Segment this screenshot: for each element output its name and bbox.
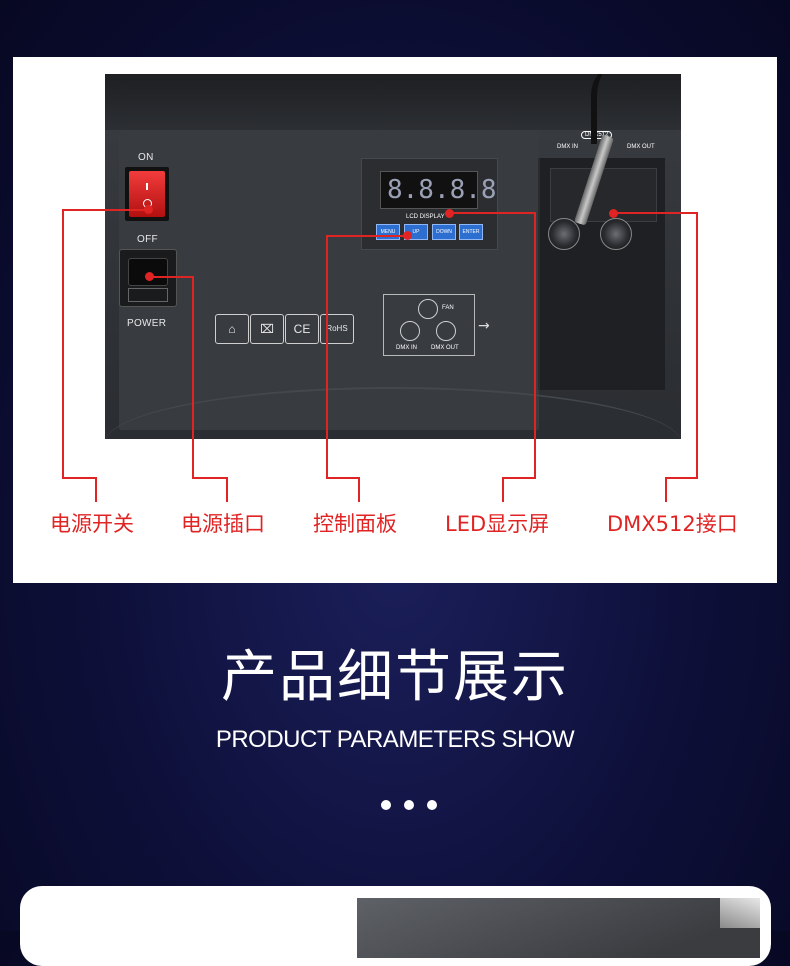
fan-panel-dmx-out-label: DMX OUT (431, 345, 459, 351)
fan-dmx-panel: FAN DMX IN DMX OUT (383, 294, 475, 356)
photo-top-band (105, 74, 681, 130)
dot-2 (404, 800, 414, 810)
section-subtitle: PRODUCT PARAMETERS SHOW (215, 726, 575, 753)
down-button: DOWN (432, 224, 456, 240)
callout-led-display: LED显示屏 (445, 512, 550, 536)
rohs-mark-icon: RoHS (320, 314, 354, 344)
fan-label: FAN (442, 305, 454, 311)
dmx-in-connector-icon (548, 218, 580, 250)
menu-button: MENU (376, 224, 400, 240)
ce-mark-icon: CE (285, 314, 319, 344)
product-photo: ON OFF POWER 8.8.8.8 LCD DISPLAY MENU UP… (105, 74, 681, 439)
callout-power-socket: 电源插口 (181, 512, 265, 536)
lcd-display-label: LCD DISPLAY (406, 214, 445, 220)
cable-black (591, 74, 657, 144)
dmx-out-port-icon (436, 321, 456, 341)
next-card-photo (357, 898, 760, 958)
dmx-in-port-icon (400, 321, 420, 341)
product-detail-card: ON OFF POWER 8.8.8.8 LCD DISPLAY MENU UP… (13, 57, 777, 583)
section-title: 产品细节展示 (221, 645, 569, 710)
dot-1 (381, 800, 391, 810)
fan-port-icon (418, 299, 438, 319)
fan-panel-dmx-in-label: DMX IN (396, 345, 417, 351)
dmx-connector-box (538, 158, 665, 390)
enter-button: ENTER (459, 224, 483, 240)
dot-3 (427, 800, 437, 810)
weee-bin-icon: ⌧ (250, 314, 284, 344)
lcd-digits: 8.8.8.8 (380, 171, 497, 209)
switch-off-label: OFF (137, 234, 158, 245)
callout-dmx-port: DMX512接口 (607, 512, 738, 536)
dmx-out-connector-icon (600, 218, 632, 250)
callout-power-switch: 电源开关 (50, 512, 134, 536)
callout-control-panel: 控制面板 (313, 512, 397, 536)
switch-on-label: ON (138, 152, 154, 163)
next-card (20, 886, 771, 966)
pagination-dots (381, 795, 450, 814)
house-icon: ⌂ (215, 314, 249, 344)
power-label: POWER (127, 318, 167, 329)
arrow-right-icon: → (478, 318, 490, 334)
dmx-box-in-label: DMX IN (557, 144, 578, 150)
dmx-box-out-label: DMX OUT (627, 144, 655, 150)
